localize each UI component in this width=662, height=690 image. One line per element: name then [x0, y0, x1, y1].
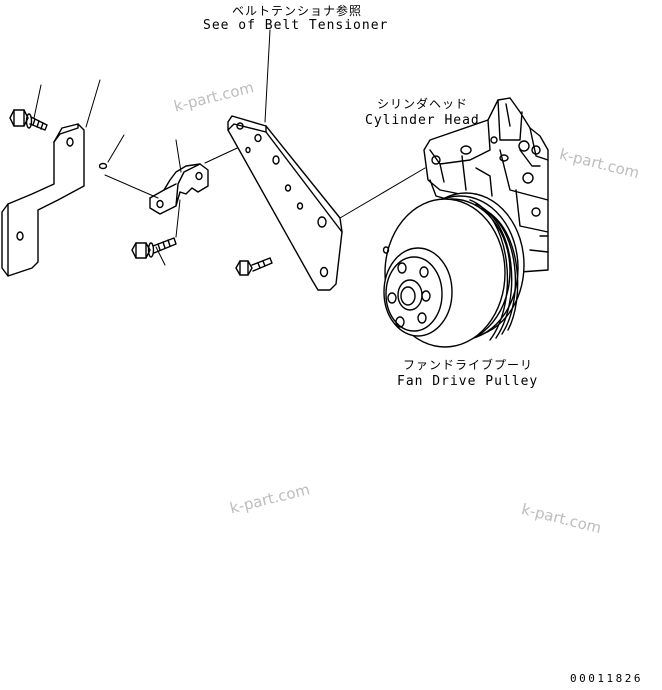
label-belt-tensioner-en: See of Belt Tensioner — [203, 18, 389, 33]
flange-bolt-top — [9, 109, 48, 131]
leader-lines — [33, 29, 426, 266]
label-cylinder-head-jp: シリンダヘッド — [377, 97, 469, 111]
label-cylinder-head-en: Cylinder Head — [365, 113, 480, 128]
label-fan-pulley-en: Fan Drive Pulley — [397, 374, 539, 389]
middle-bracket — [149, 163, 209, 215]
label-fan-pulley-jp: ファンドライブプーリ — [403, 358, 534, 372]
label-belt-tensioner-jp: ベルトテンショナ参照 — [232, 4, 363, 18]
left-bracket — [1, 123, 85, 277]
plate-bolt — [235, 257, 273, 276]
fan-drive-pulley — [382, 192, 525, 348]
drawing-number: 00011826 — [570, 672, 643, 685]
tensioner-plate — [227, 115, 343, 291]
washer — [98, 162, 108, 170]
flange-bolt-lower — [131, 237, 177, 259]
